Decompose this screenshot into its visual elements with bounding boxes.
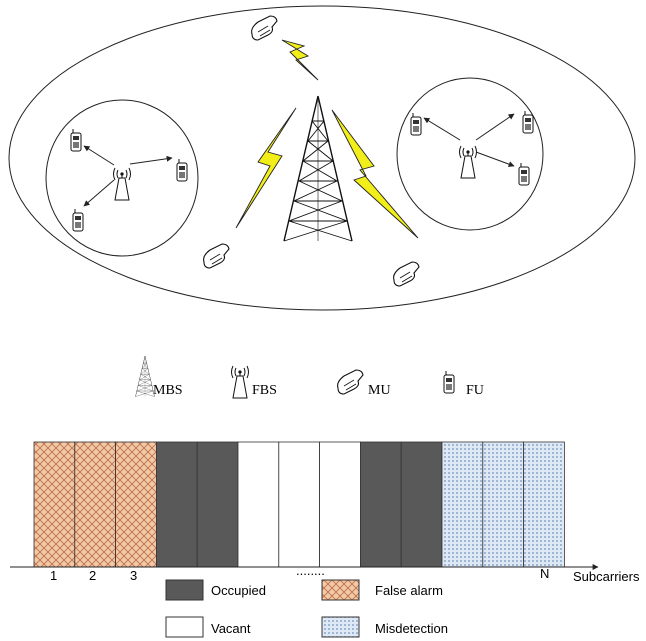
subcarrier-block-false-alarm [74,441,117,568]
fu-phone-icon [70,128,82,152]
fu-phone-icon [176,158,188,182]
subcarrier-block-false-alarm [33,441,76,568]
lightning-bolt-left [235,107,297,229]
fu-phone-icon [522,110,534,134]
subcarrier-block-occupied [196,441,239,568]
femto-cell-left [45,99,199,257]
false-alarm-label: False alarm [375,583,443,598]
misdetection-label: Misdetection [375,621,448,636]
bottom-legend: Occupied False alarm Vacant Misdetection [165,579,448,638]
lightning-bolt-right [331,109,419,239]
occupied-label: Occupied [211,583,266,598]
subcarrier-strip [33,441,565,568]
subcarrier-index-n: N [540,566,549,581]
subcarrier-block-misdetection [441,441,484,568]
lightning-bolt-top [281,39,319,81]
misdetection-swatch [321,616,360,638]
mbs-legend-label: MBS [153,383,183,398]
vacant-label: Vacant [211,621,251,636]
mu-phone-icon [203,243,230,269]
mbs-legend-icon [135,355,155,397]
macro-cell-boundary [8,5,636,311]
vacant-swatch [165,616,204,638]
fbs-icon [459,145,477,179]
fbs-legend-label: FBS [252,383,277,398]
femto-cell-right [396,77,544,231]
mu-legend-icon [337,369,364,395]
subcarrier-block-false-alarm [115,441,157,568]
subcarrier-block-occupied [155,441,198,568]
axis-label: Subcarriers [573,569,640,584]
occupied-swatch [165,579,204,601]
fu-phone-icon [518,162,530,186]
fu-legend-label: FU [466,383,484,398]
subcarrier-index-2: 2 [89,568,96,583]
subcarrier-block-vacant [237,441,280,568]
mu-phone-icon [393,261,420,287]
subcarrier-block-occupied [359,441,402,568]
femto-cell-left-devices [70,128,188,232]
subcarrier-block-occupied [400,441,443,568]
subcarrier-block-vacant [319,441,361,568]
subcarrier-index-1: 1 [50,568,57,583]
subcarrier-index-3: 3 [130,568,137,583]
subcarrier-block-misdetection [482,441,524,568]
mu-legend-label: MU [368,383,391,398]
subcarrier-block-vacant [278,441,320,568]
top-legend: MBS FBS MU FU [135,355,484,399]
fbs-legend-icon [231,365,249,399]
mu-phone-icon [251,15,278,41]
subcarrier-block-misdetection [523,441,565,568]
fu-legend-icon [443,370,455,394]
macro-base-station-icon [283,95,353,242]
femto-cell-right-devices [410,110,534,186]
ellipsis: ........ [296,563,325,578]
fbs-icon [113,167,131,201]
fu-phone-icon [72,208,84,232]
false-alarm-swatch [321,579,360,601]
fu-phone-icon [410,112,422,136]
